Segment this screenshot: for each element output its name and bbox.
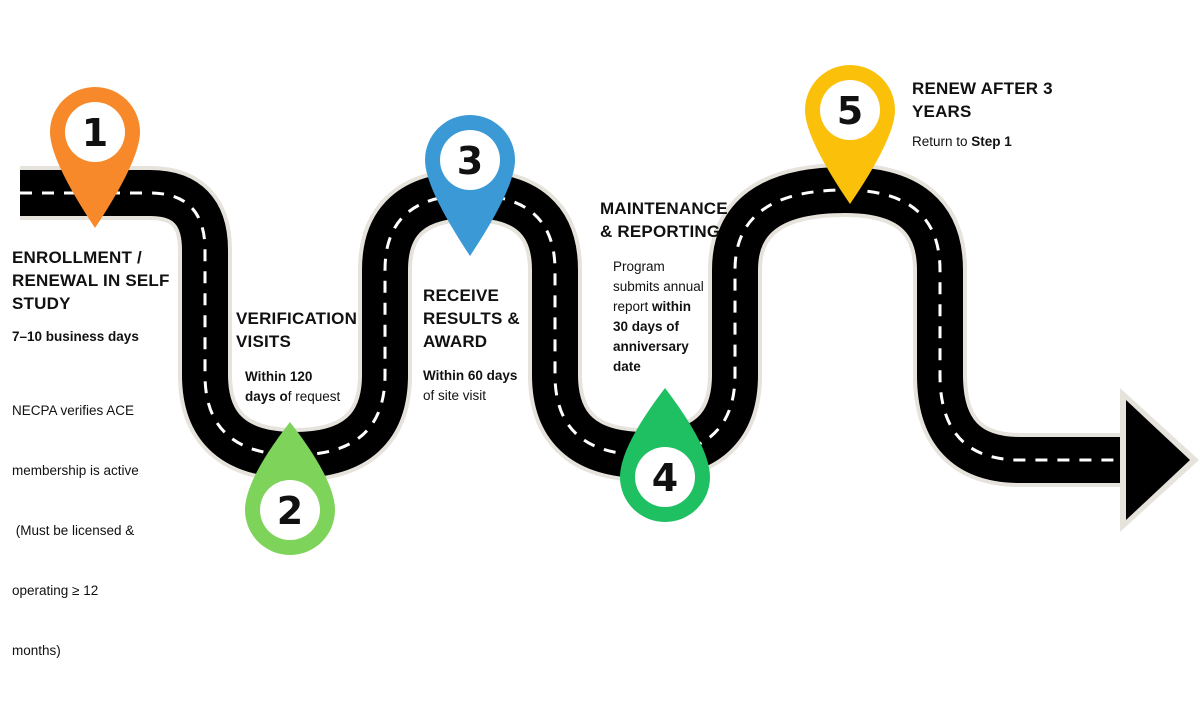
step-4-desc-line: 30 days of <box>613 319 680 334</box>
step-5-desc-normal: Return to <box>912 134 972 149</box>
pin-center <box>260 480 320 540</box>
step-4-desc-line: date <box>613 359 641 374</box>
lane-marking <box>20 188 1155 462</box>
step-4-desc-line: submits annual <box>613 279 704 294</box>
step-4-desc-normal: report <box>613 299 653 314</box>
step-5-text: RENEW AFTER 3 YEARS Return to Step 1 <box>912 77 1082 152</box>
step-5-description: Return to Step 1 <box>912 132 1082 152</box>
step-2-title: VERIFICATION VISITS <box>236 307 376 353</box>
step-4-pin: 4 <box>620 388 710 522</box>
step-2-timeframe: Within 120 days of request <box>236 367 376 407</box>
step-1-timeframe: 7–10 business days <box>12 329 139 344</box>
step-4-text: MAINTENANCE & REPORTING Program submits … <box>600 197 740 377</box>
step-2-title-line: VERIFICATION <box>236 309 358 328</box>
step-1-desc-line: (Must be licensed & <box>12 523 135 538</box>
step-1-title: ENROLLMENT / RENEWAL IN SELF STUDY <box>12 246 192 315</box>
step-1-desc-line: membership is active <box>12 463 139 478</box>
step-1-desc-line: months) <box>12 643 61 658</box>
step-5-title-line: RENEW AFTER 3 <box>912 79 1053 98</box>
pin-center <box>65 102 125 162</box>
step-3-title: RECEIVE RESULTS & AWARD <box>423 284 553 353</box>
step-1-pin: 1 <box>50 87 140 228</box>
step-4-title: MAINTENANCE & REPORTING <box>600 197 740 243</box>
step-4-desc-line: report within <box>613 297 740 317</box>
step-2-text: VERIFICATION VISITS Within 120 days of r… <box>236 307 376 407</box>
step-2-pin: 2 <box>245 422 335 555</box>
step-3-description: of site visit <box>423 388 487 403</box>
step-1-desc-line: operating ≥ 12 <box>12 583 99 598</box>
step-1-title-line: RENEWAL IN SELF <box>12 271 170 290</box>
winding-road <box>20 163 1199 532</box>
road-diagram: 1 2 3 4 5 <box>20 65 1199 555</box>
step-4-description: Program submits annual report within 30 … <box>600 257 740 377</box>
step-4-desc-line: Program <box>613 259 665 274</box>
step-3-title-line: AWARD <box>423 332 488 351</box>
step-3-title-line: RECEIVE <box>423 286 500 305</box>
step-4-desc-line: anniversary <box>613 339 689 354</box>
step-3-title-line: RESULTS & <box>423 309 520 328</box>
step-2-number: 2 <box>277 489 303 533</box>
step-5-pin: 5 <box>805 65 895 204</box>
pin-center <box>635 447 695 507</box>
step-4-desc-bold: within <box>652 299 692 314</box>
step-4-title-line: & REPORTING <box>600 222 721 241</box>
step-1-title-line: STUDY <box>12 294 71 313</box>
step-3-text: RECEIVE RESULTS & AWARD Within 60 days o… <box>423 284 553 406</box>
step-5-title: RENEW AFTER 3 YEARS <box>912 77 1082 123</box>
arrow-head <box>1126 400 1190 520</box>
step-4-title-line: MAINTENANCE <box>600 199 728 218</box>
step-2-timeframe-bold: days o <box>245 389 288 404</box>
step-2-timeframe-line: days of request <box>245 387 376 407</box>
step-2-timeframe-line: Within 120 <box>245 369 313 384</box>
step-3-timeframe: Within 60 days <box>423 368 518 383</box>
step-2-timeframe-rest: f request <box>287 389 341 404</box>
step-3-number: 3 <box>457 139 483 183</box>
step-1-description: NECPA verifies ACE membership is active … <box>12 361 192 701</box>
step-5-number: 5 <box>837 89 863 133</box>
step-5-desc-bold: Step 1 <box>971 134 1012 149</box>
step-1-text: ENROLLMENT / RENEWAL IN SELF STUDY 7–10 … <box>12 246 192 701</box>
step-1-desc-line: NECPA verifies ACE <box>12 403 135 418</box>
step-3-pin: 3 <box>425 115 515 256</box>
pin-center <box>440 130 500 190</box>
step-5-title-line: YEARS <box>912 102 972 121</box>
step-2-title-line: VISITS <box>236 332 292 351</box>
step-1-number: 1 <box>82 111 108 155</box>
step-4-number: 4 <box>652 456 678 500</box>
step-1-title-line: ENROLLMENT / <box>12 248 142 267</box>
pin-center <box>820 80 880 140</box>
